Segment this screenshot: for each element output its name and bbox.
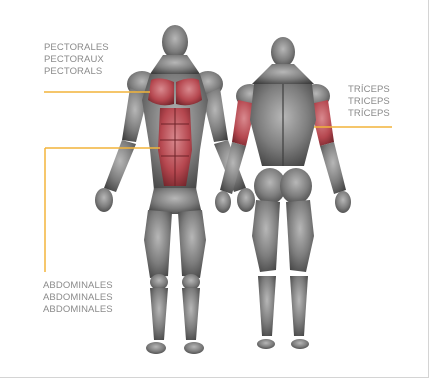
abdominals-label-es: ABDOMINALES bbox=[43, 280, 113, 292]
pectorals-label: PECTORALES PECTORAUX PECTORALS bbox=[44, 42, 109, 78]
triceps-label-es: TRÍCEPS bbox=[348, 84, 390, 96]
abdominals-label-fr: ABDOMINALES bbox=[43, 292, 113, 304]
pectorals-label-fr: PECTORAUX bbox=[44, 54, 109, 66]
triceps-label: TRÍCEPS TRICEPS TRÍCEPS bbox=[348, 84, 390, 120]
pectorals-label-es: PECTORALES bbox=[44, 42, 109, 54]
back-body-figure bbox=[215, 37, 351, 349]
triceps-label-en: TRICEPS bbox=[348, 96, 390, 108]
pectorals-label-en: PECTORALS bbox=[44, 66, 109, 78]
abdominals-highlight bbox=[158, 108, 192, 186]
triceps-label-pt: TRÍCEPS bbox=[348, 108, 390, 120]
abdominals-label: ABDOMINALES ABDOMINALES ABDOMINALES bbox=[43, 280, 113, 316]
abdominals-label-en: ABDOMINALES bbox=[43, 304, 113, 316]
